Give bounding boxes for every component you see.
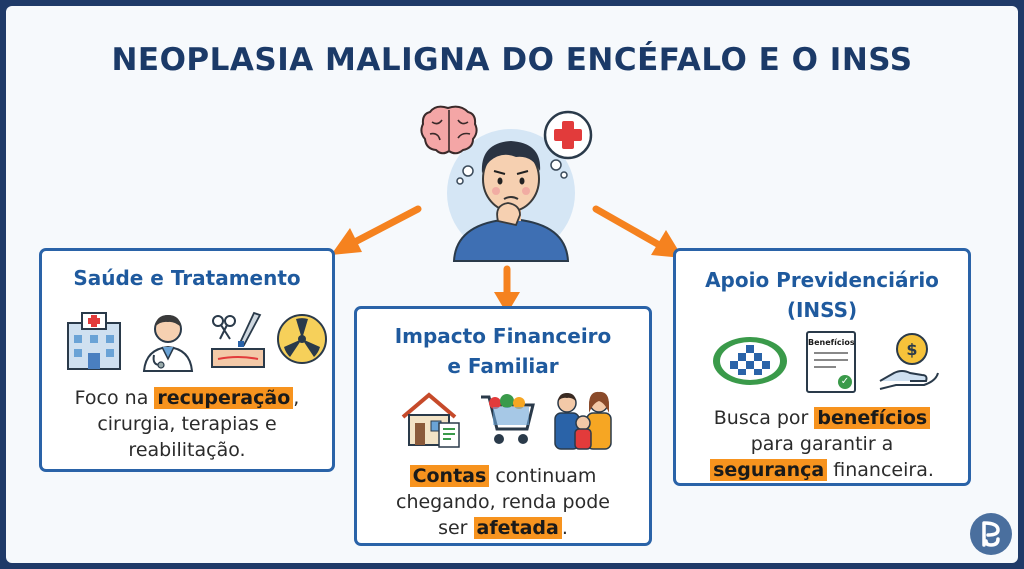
family-icon xyxy=(554,391,612,450)
card-title-line-1: Impacto Financeiro xyxy=(394,324,612,348)
surgery-scissors-icon xyxy=(211,311,265,368)
shopping-cart-icon xyxy=(481,394,535,444)
card-apoio-previdenciario: Apoio Previdenciário (INSS) Benefícios ✓… xyxy=(673,248,971,486)
arrow-to-saude xyxy=(331,205,422,255)
infographic-frame: NEOPLASIA MALIGNA DO ENCÉFALO E O INSS xyxy=(6,6,1018,563)
card-impacto-financeiro: Impacto Financeiro e Familiar xyxy=(354,306,652,546)
brain-icon xyxy=(420,105,478,155)
card-title-line-2: (INSS) xyxy=(786,298,858,322)
card-saude-tratamento: Saúde e Tratamento xyxy=(39,248,335,472)
card-apoio-text: Busca por benefícios para garantir a seg… xyxy=(676,405,968,483)
benefits-document-icon: Benefícios ✓ xyxy=(806,331,856,393)
card-title-line-1: Apoio Previdenciário xyxy=(705,268,939,292)
card-impacto-text: Contas continuam chegando, renda pode se… xyxy=(396,465,610,539)
card-title: Saúde e Tratamento xyxy=(73,266,301,290)
page-title: NEOPLASIA MALIGNA DO ENCÉFALO E O INSS xyxy=(111,42,913,78)
arrow-to-impacto xyxy=(494,265,520,314)
doctor-icon xyxy=(142,315,194,372)
document-label: Benefícios xyxy=(808,338,855,347)
thinking-person-icon xyxy=(447,129,575,262)
brand-logo-icon xyxy=(970,513,1012,555)
highlight-contas: Contas xyxy=(409,465,490,487)
svg-text:$: $ xyxy=(906,340,917,359)
medical-cross-icon xyxy=(543,110,593,160)
card-saude-text: Foco na recuperação, cirurgia, terapias … xyxy=(74,387,300,461)
highlight-beneficios: benefícios xyxy=(814,407,931,429)
hospital-icon xyxy=(67,312,121,370)
highlight-afetada: afetada xyxy=(473,517,562,539)
card-title-line-2: e Familiar xyxy=(447,354,559,378)
inss-logo-icon xyxy=(713,337,787,385)
highlight-recuperacao: recuperação xyxy=(154,387,294,409)
coin-hand-icon: $ xyxy=(879,333,939,390)
radiation-icon xyxy=(277,314,327,364)
house-bills-icon xyxy=(401,392,460,448)
highlight-seguranca: segurança xyxy=(710,459,828,481)
